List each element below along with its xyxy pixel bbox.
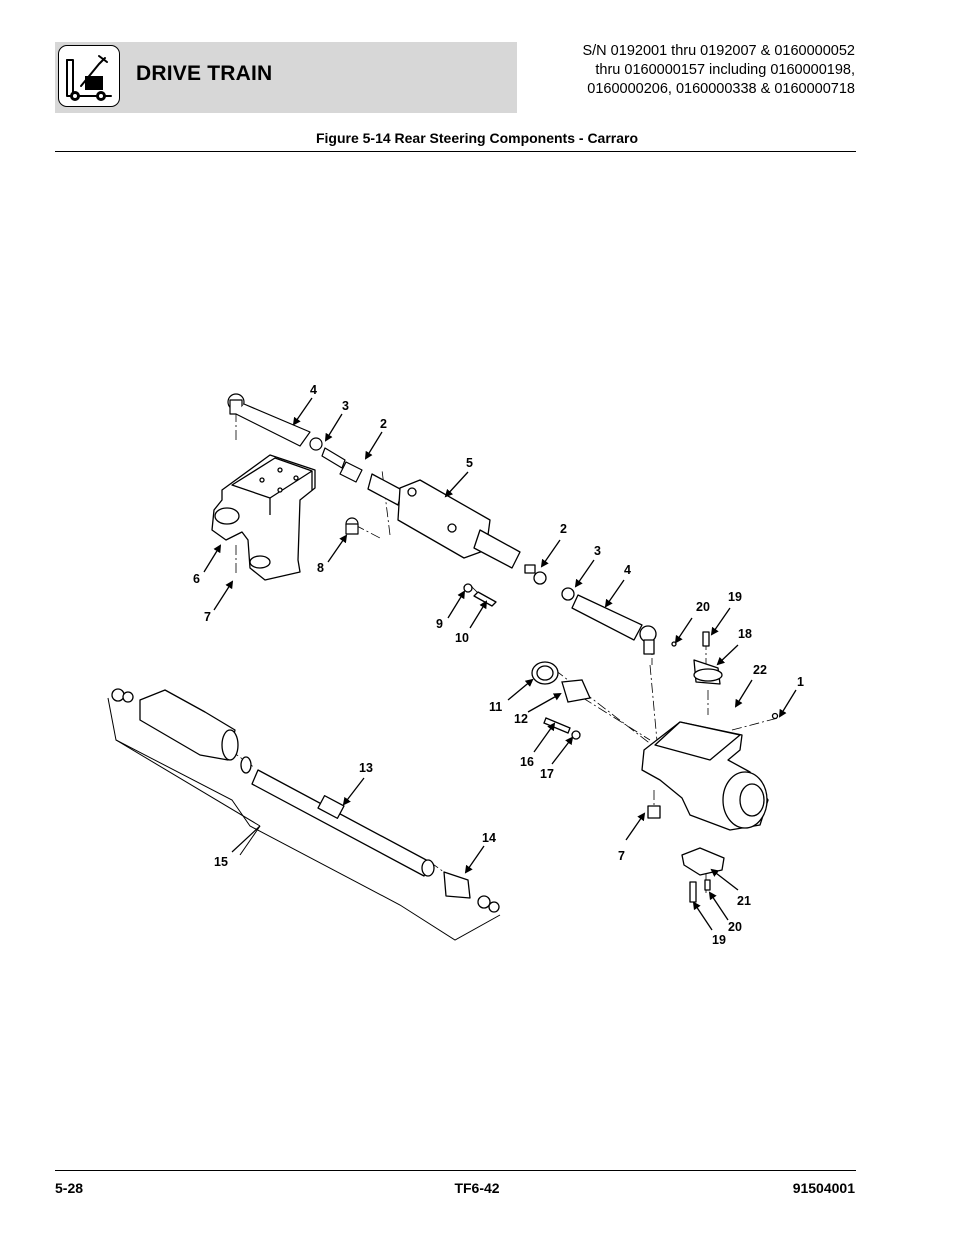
page-number: 5-28	[55, 1180, 84, 1196]
callout-number: 3	[594, 544, 601, 558]
footer-rule	[55, 1170, 856, 1171]
callout-number: 17	[540, 767, 554, 781]
callout-leaders	[203, 397, 797, 931]
telehandler-icon	[58, 45, 120, 107]
callout-number: 7	[618, 849, 625, 863]
steering-cylinder	[367, 473, 657, 655]
steering-knuckle-left	[211, 454, 316, 581]
callout-number: 13	[359, 761, 373, 775]
callout-number: 2	[560, 522, 567, 536]
callout-number: 15	[214, 855, 228, 869]
callout-number: 7	[204, 610, 211, 624]
callout-number: 19	[712, 933, 726, 947]
callout-number: 18	[738, 627, 752, 641]
callout-number: 20	[728, 920, 742, 934]
callout-numbers: 4 3 2 5 6 7 8 2 3 4 9 10 20 19 18 22 1 1…	[193, 383, 804, 947]
callout-number: 14	[482, 831, 496, 845]
callout-number: 22	[753, 663, 767, 677]
callout-number: 4	[310, 383, 317, 397]
callout-number: 16	[520, 755, 534, 769]
callout-number: 2	[380, 417, 387, 431]
callout-number: 19	[728, 590, 742, 604]
callout-number: 10	[455, 631, 469, 645]
serial-number-block: S/N 0192001 thru 0192007 & 0160000052 th…	[582, 42, 855, 99]
upper-tie-rod	[227, 393, 363, 535]
document-number: 91504001	[792, 1180, 855, 1196]
callout-number: 6	[193, 572, 200, 586]
callout-number: 4	[624, 563, 631, 577]
callout-number: 9	[436, 617, 443, 631]
callout-number: 20	[696, 600, 710, 614]
serial-line: S/N 0192001 thru 0192007 & 0160000052	[582, 43, 855, 59]
callout-number: 3	[342, 399, 349, 413]
figure-title: Figure 5-14 Rear Steering Components - C…	[315, 130, 639, 146]
header-band	[55, 42, 517, 113]
callout-number: 12	[514, 712, 528, 726]
callout-number: 1	[797, 675, 804, 689]
serial-line: thru 0160000157 including 0160000198,	[595, 62, 855, 78]
cylinder-assembly-exploded	[111, 688, 500, 913]
callout-number: 8	[317, 561, 324, 575]
steering-knuckle-right	[641, 631, 779, 903]
callout-number: 11	[489, 700, 502, 714]
callout-number: 21	[737, 894, 751, 908]
callout-number: 5	[466, 456, 473, 470]
model-number: TF6-42	[454, 1180, 500, 1196]
callout-15-leader	[231, 825, 261, 853]
section-title: DRIVE TRAIN	[136, 62, 273, 85]
serial-line: 0160000206, 0160000338 & 0160000718	[587, 81, 855, 97]
bushing-seal-set	[531, 661, 591, 740]
assembly-bracket	[107, 697, 501, 941]
header-rule	[55, 151, 856, 152]
